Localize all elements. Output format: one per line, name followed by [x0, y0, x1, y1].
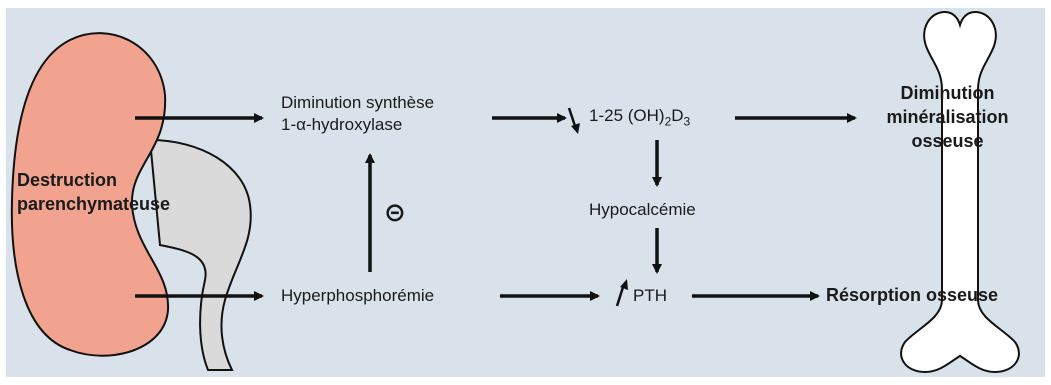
hypocalcemie-label: Hypocalcémie [589, 200, 696, 219]
hyperphosphoremie-label: Hyperphosphorémie [281, 286, 435, 305]
kidney-shape [10, 32, 170, 357]
resorption-label: Résorption osseuse [826, 285, 999, 305]
mineralisation-label: Diminution minéralisation osseuse [886, 83, 1009, 151]
vitamin-d-label: 1-25 (OH)2D3 [589, 106, 691, 129]
arrow-down-small-icon [567, 107, 580, 134]
ureter-shape [148, 138, 252, 371]
destruction-label: Destruction parenchymateuse [17, 170, 171, 214]
pth-label: PTH [633, 286, 667, 305]
arrow-up-small-icon [615, 279, 628, 307]
bone-shape [900, 10, 1020, 374]
diminution-synthese-label: Diminution synthèse 1-α-hydroxylase [281, 93, 435, 134]
inhibition-icon: ⊝ [384, 198, 406, 228]
